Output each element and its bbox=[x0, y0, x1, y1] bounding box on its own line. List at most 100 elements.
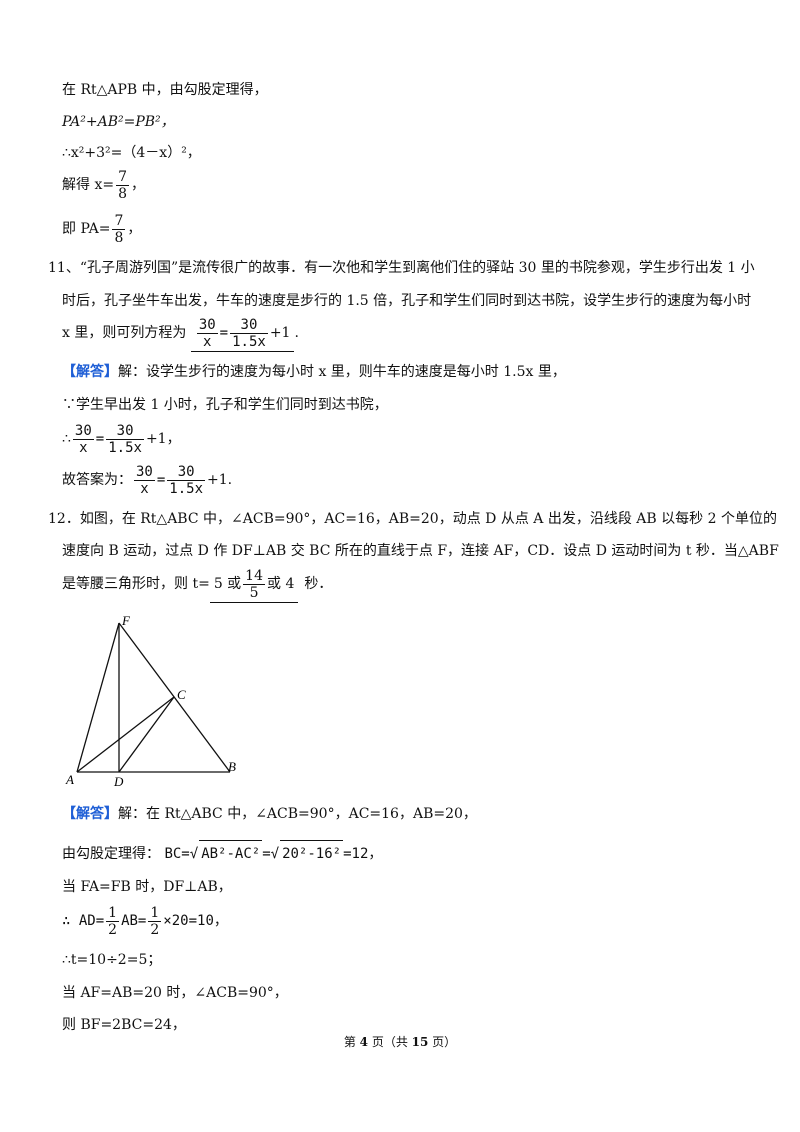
answer-line: ∵学生早出发 1 小时，孔子和学生们同时到达书院， bbox=[62, 397, 388, 413]
text-span: ∴ AD= bbox=[62, 913, 105, 929]
question-11-line: 11、“孔子周游列国”是流传很广的故事．有一次他和学生到离他们住的驿站 30 里… bbox=[48, 260, 755, 276]
numerator: 30 bbox=[177, 463, 195, 480]
answer-tag: 【解答】 bbox=[62, 806, 118, 822]
numerator: 30 bbox=[136, 463, 153, 480]
text-span: +1 bbox=[145, 431, 167, 447]
text-span: 解：在 Rt△ABC 中，∠ACB=90°，AC=16，AB=20， bbox=[118, 806, 477, 822]
label-a: A bbox=[65, 772, 74, 787]
text-span: 第 bbox=[343, 1035, 360, 1049]
equals-sign: = bbox=[219, 325, 229, 341]
radicand: 20²-16² bbox=[280, 840, 344, 867]
label-f: F bbox=[121, 613, 131, 628]
text-line: 在 Rt△APB 中，由勾股定理得， bbox=[62, 82, 268, 98]
text-span: . bbox=[294, 325, 299, 341]
text-span: ， bbox=[127, 221, 142, 237]
answer-line: 则 BF=2BC=24， bbox=[62, 1017, 186, 1033]
text-span: 由勾股定理得： bbox=[62, 846, 160, 862]
question-11-line: 时后，孔子坐牛车出发，牛车的速度是步行的 1.5 倍，孔子和学生们同时到达书院，… bbox=[62, 293, 752, 309]
triangle-figure: F C A D B bbox=[65, 613, 236, 789]
text-span: AB= bbox=[121, 913, 147, 929]
numerator: 14 bbox=[245, 567, 263, 584]
total-pages: 15 bbox=[411, 1035, 429, 1049]
text-span: 秒． bbox=[304, 576, 333, 592]
numerator: 30 bbox=[74, 422, 92, 439]
text-span: ×20=10， bbox=[163, 913, 228, 929]
denominator: 1.5x bbox=[106, 438, 144, 456]
segment-fb bbox=[118, 622, 231, 773]
text-span: 页） bbox=[428, 1035, 457, 1049]
denominator: x bbox=[72, 438, 94, 456]
label-c: C bbox=[177, 687, 186, 702]
text-span: +1 bbox=[269, 325, 291, 341]
text-span: 或 4 bbox=[267, 576, 295, 592]
text-span: +1 bbox=[207, 472, 228, 488]
numerator: 7 bbox=[118, 168, 127, 185]
text-span: 是等腰三角形时，则 t= bbox=[62, 576, 210, 592]
numerator: 1 bbox=[108, 904, 118, 921]
denominator: 1.5x bbox=[167, 479, 206, 497]
question-12-line: 12．如图，在 Rt△ABC 中，∠ACB=90°，AC=16，AB=20，动点… bbox=[48, 511, 777, 527]
text-span: 5 或 bbox=[213, 576, 242, 592]
numerator: 7 bbox=[114, 212, 124, 229]
text-span: ∴ bbox=[62, 431, 71, 447]
numerator: 1 bbox=[150, 904, 160, 921]
current-page: 4 bbox=[359, 1035, 368, 1049]
label-d: D bbox=[113, 774, 124, 789]
text-span: 故答案为： bbox=[62, 472, 132, 488]
answer-line: 【解答】解：在 Rt△ABC 中，∠ACB=90°，AC=16，AB=20， bbox=[62, 804, 477, 824]
equals-sign: = bbox=[156, 472, 166, 488]
answer-line: ∴t=10÷2=5； bbox=[62, 952, 162, 968]
text-span: 即 PA= bbox=[62, 221, 111, 237]
denominator: 8 bbox=[112, 228, 126, 246]
answer-line: 【解答】解：设学生步行的速度为每小时 x 里，则牛车的速度是每小时 1.5x 里… bbox=[62, 362, 566, 382]
denominator: 1.5x bbox=[230, 332, 268, 350]
denominator: 2 bbox=[148, 920, 162, 938]
text-line: ∴x²+3²=（4－x）²， bbox=[62, 145, 201, 161]
segment-ac bbox=[76, 696, 175, 773]
text-span: ， bbox=[131, 177, 145, 193]
numerator: 30 bbox=[240, 316, 258, 333]
text-line: PA²+AB²=PB²， bbox=[62, 114, 175, 130]
denominator: x bbox=[134, 479, 155, 497]
text-span: =12， bbox=[343, 846, 383, 862]
segment-cd bbox=[118, 696, 175, 773]
label-b: B bbox=[228, 759, 236, 774]
question-12-line: 速度向 B 运动，过点 D 作 DF⊥AB 交 BC 所在的直线于点 F，连接 … bbox=[62, 543, 779, 559]
answer-line: 由勾股定理得： BC=√AB²-AC²=√20²-16²=12， bbox=[62, 840, 382, 867]
denominator: 5 bbox=[243, 583, 265, 601]
denominator: x bbox=[196, 332, 218, 350]
numerator: 30 bbox=[198, 316, 216, 333]
equals-sign: = bbox=[262, 846, 271, 862]
answer-tag: 【解答】 bbox=[62, 364, 118, 380]
page-footer: 第 4 页（共 15 页） bbox=[0, 1033, 800, 1050]
text-span: 页（共 bbox=[368, 1035, 412, 1049]
answer-line: 当 FA=FB 时，DF⊥AB， bbox=[62, 879, 232, 895]
text-span: 解得 x= bbox=[62, 177, 115, 193]
equals-sign: = bbox=[95, 431, 105, 447]
segment-af bbox=[76, 622, 120, 773]
radicand: AB²-AC² bbox=[199, 840, 263, 867]
text-span: BC= bbox=[164, 846, 190, 862]
answer-line: 当 AF=AB=20 时，∠ACB=90°， bbox=[62, 985, 288, 1001]
text-span: x 里，则可列方程为 bbox=[62, 325, 187, 341]
text-span: 解：设学生步行的速度为每小时 x 里，则牛车的速度是每小时 1.5x 里， bbox=[118, 364, 566, 380]
